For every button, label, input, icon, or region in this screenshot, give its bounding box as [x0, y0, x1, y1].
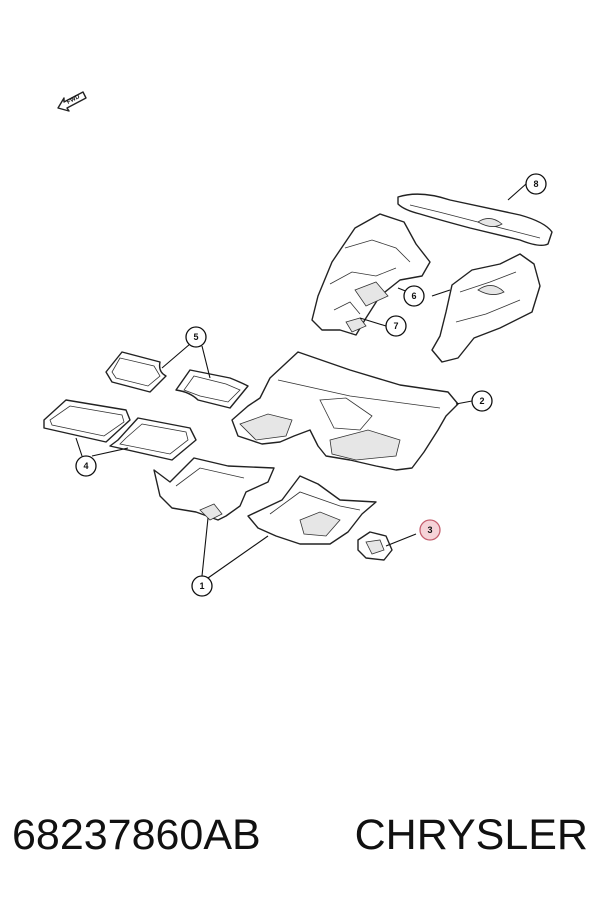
- front-floor-carpet-left: [153, 457, 275, 521]
- callout-number: 2: [479, 396, 484, 406]
- front-floor-mat-left: [43, 399, 131, 443]
- callout-3[interactable]: 3: [419, 519, 441, 541]
- callout-number: 1: [199, 581, 204, 591]
- forward-arrow-icon: FWD: [57, 91, 87, 112]
- callout-number: 5: [193, 332, 198, 342]
- callout-8[interactable]: 8: [525, 173, 547, 195]
- callout-4[interactable]: 4: [75, 455, 97, 477]
- rear-floor-mat-right: [175, 369, 249, 409]
- callout-2[interactable]: 2: [471, 390, 493, 412]
- callout-number: 3: [427, 525, 432, 535]
- footer: 68237860AB CHRYSLER: [0, 800, 600, 870]
- callout-number: 8: [533, 179, 538, 189]
- callout-6[interactable]: 6: [403, 285, 425, 307]
- front-floor-mat-right: [109, 417, 197, 461]
- left-quarter-trim-panel: [311, 213, 431, 336]
- callout-5[interactable]: 5: [185, 326, 207, 348]
- part-number: 68237860AB: [12, 810, 261, 859]
- brand-name: CHRYSLER: [354, 810, 588, 859]
- rear-floor-carpet: [231, 351, 459, 471]
- front-floor-carpet-right: [247, 475, 377, 545]
- callout-7[interactable]: 7: [385, 315, 407, 337]
- trim-retainer: [345, 317, 367, 333]
- callout-number: 7: [393, 321, 398, 331]
- callout-number: 4: [83, 461, 88, 471]
- rear-floor-mat-left: [105, 351, 167, 393]
- callout-number: 6: [411, 291, 416, 301]
- carpet-retainer-pin: [357, 531, 393, 561]
- right-quarter-trim-panel: [431, 253, 541, 363]
- rear-shelf-trim-panel: [397, 193, 553, 247]
- callout-1[interactable]: 1: [191, 575, 213, 597]
- leader-lines: [75, 183, 527, 579]
